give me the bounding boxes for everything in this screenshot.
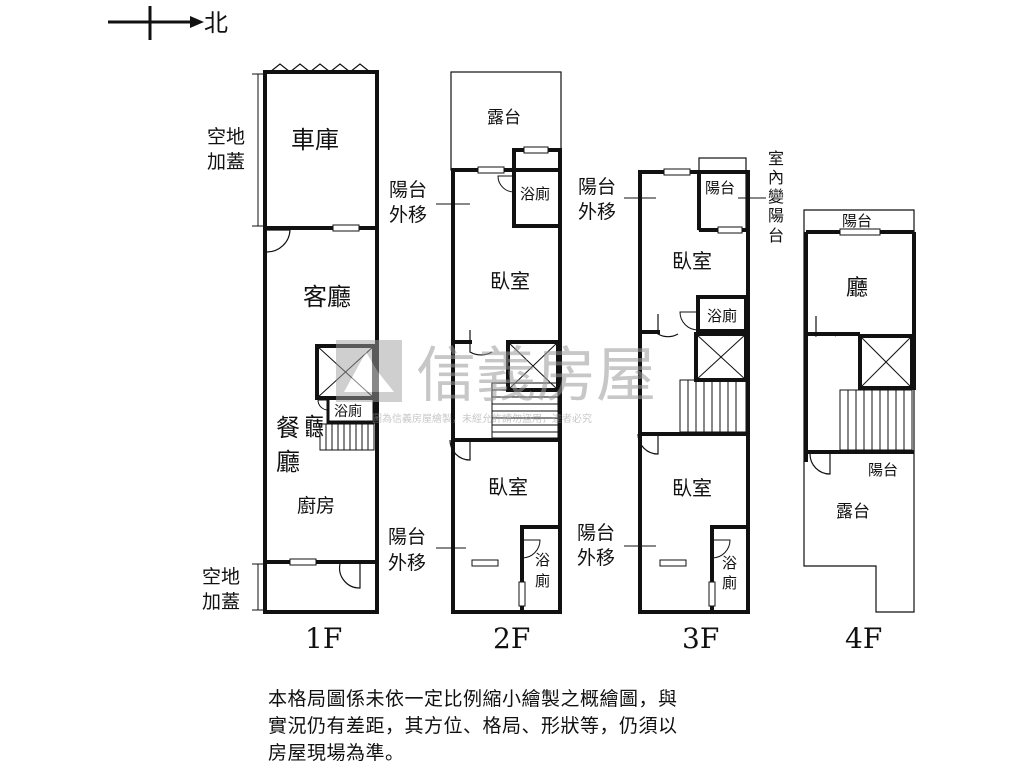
- 3f-floor-name: 3F: [682, 622, 719, 655]
- 3f-bedroom-top-label: 臥室: [672, 249, 712, 273]
- 2f-bedroom-bottom-label: 臥室: [488, 475, 528, 499]
- north-label: 北: [204, 9, 228, 37]
- floor-2f: 露台 浴廁 臥室 臥室 浴 廁 陽台 外移 陽台 外移 2F: [388, 71, 562, 655]
- floor-3f: 陽台 臥室 浴廁 臥室 浴 廁 陽台 外移 陽台 外移 室 內 變 陽 台 3F: [577, 149, 784, 655]
- 4f-hall-label: 廳: [846, 276, 868, 301]
- 4f-balcony-mid-label: 陽台: [868, 461, 898, 479]
- 3f-bath-bottom-label-2: 廁: [722, 574, 737, 592]
- 3f-balcony-label: 陽台: [705, 179, 735, 197]
- 3f-bedroom-bottom-label: 臥室: [672, 476, 712, 500]
- 4f-floor-name: 4F: [845, 622, 882, 655]
- disclaimer: 本格局圖係未依一定比例縮小繪製之概繪圖，與 實況仍有差距，其方位、格局、形狀等，…: [268, 686, 748, 767]
- 3f-indoor-note-2: 內: [768, 168, 784, 187]
- 3f-balcony-top-1: 陽台: [578, 176, 616, 198]
- 2f-balcony-top-1: 陽台: [389, 179, 427, 201]
- 1f-front-ext-1: 空地: [207, 126, 245, 148]
- 2f-floor-name: 2F: [493, 622, 530, 655]
- 2f-bedroom-top-label: 臥室: [490, 269, 530, 293]
- disclaimer-line-1: 本格局圖係未依一定比例縮小繪製之概繪圖，與: [268, 688, 678, 710]
- disclaimer-line-2: 實況仍有差距，其方位、格局、形狀等，仍須以: [268, 715, 678, 737]
- 4f-balcony-top-label: 陽台: [842, 212, 872, 230]
- watermark-brand: 信義房屋: [416, 341, 656, 411]
- watermark-notice: 圖為信義房屋繪製，未經允許請勿盜用，違者必究: [372, 412, 592, 425]
- 4f-terrace-label: 露台: [836, 502, 870, 522]
- 1f-back-ext-2: 加蓋: [202, 591, 240, 613]
- north-arrow: 北: [108, 6, 228, 40]
- 3f-indoor-note-3: 變: [768, 187, 784, 206]
- floor-1f: 車庫 客廳 浴廁 餐廳 廚房 空地 加蓋 空地 加蓋 1F: [202, 63, 379, 655]
- watermark: 信義房屋 圖為信義房屋繪製，未經允許請勿盜用，違者必究: [336, 340, 656, 425]
- 1f-back-ext-1: 空地: [202, 566, 240, 588]
- 3f-indoor-note-4: 陽: [768, 206, 784, 225]
- 3f-indoor-note-1: 室: [768, 149, 784, 168]
- 1f-floor-name: 1F: [305, 622, 342, 655]
- 2f-bath-bottom-label-1: 浴: [535, 551, 550, 569]
- 2f-balcony-top-2: 外移: [389, 204, 427, 226]
- 1f-dining-label-a: 餐廳: [276, 413, 324, 441]
- 1f-garage-label: 車庫: [291, 126, 339, 154]
- disclaimer-line-3: 房屋現場為準。: [268, 742, 405, 764]
- 3f-balcony-top-2: 外移: [578, 201, 616, 223]
- 3f-balcony-bottom-2: 外移: [577, 547, 615, 569]
- brand-logo: [336, 340, 402, 402]
- floor-4f: 陽台 廳 陽台 露台 4F: [803, 209, 916, 655]
- 2f-bath-bottom-label-2: 廁: [535, 572, 550, 590]
- 1f-living-label: 客廳: [303, 283, 351, 311]
- 2f-balcony-bottom-1: 陽台: [388, 526, 426, 548]
- 1f-kitchen-label: 廚房: [297, 494, 335, 517]
- 2f-terrace-label: 露台: [487, 108, 521, 128]
- 3f-balcony-bottom-1: 陽台: [577, 522, 615, 544]
- 3f-indoor-note-5: 台: [768, 226, 784, 245]
- 1f-bath-label: 浴廁: [334, 403, 362, 420]
- 1f-front-ext-2: 加蓋: [207, 151, 245, 173]
- 3f-bath-bottom-label-1: 浴: [722, 554, 737, 572]
- 2f-bath-top-label: 浴廁: [520, 185, 550, 203]
- 3f-bath-top-label: 浴廁: [707, 307, 737, 325]
- 2f-balcony-bottom-2: 外移: [388, 552, 426, 574]
